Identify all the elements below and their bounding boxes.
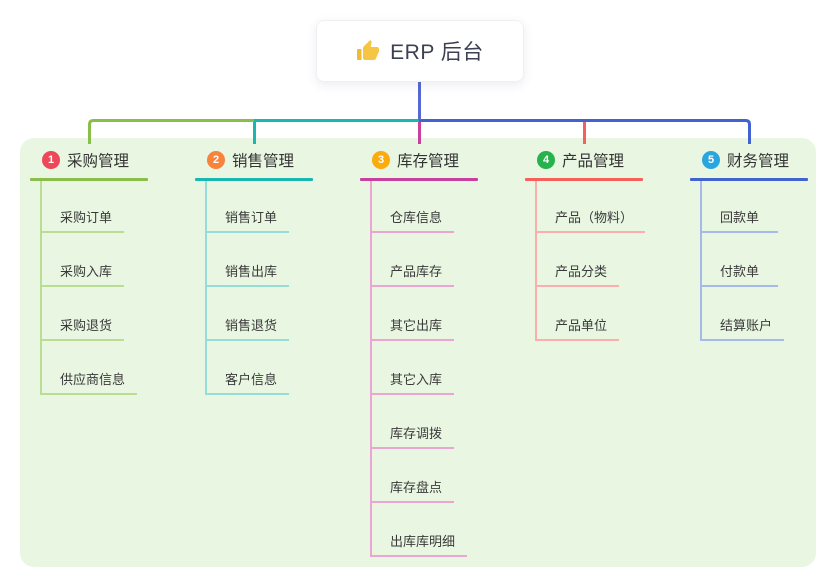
tree-child-item[interactable]: 采购入库 (42, 233, 125, 287)
tree-child-item[interactable]: 产品（物料） (537, 181, 646, 233)
tree-child-item[interactable]: 销售退货 (207, 287, 290, 341)
branch-purchase-children: 采购订单采购入库采购退货供应商信息 (40, 181, 148, 395)
tree-child-item[interactable]: 付款单 (702, 233, 778, 287)
branch-number-badge: 3 (372, 151, 390, 169)
tree-child-item[interactable]: 供应商信息 (42, 341, 138, 395)
branch-finance-node[interactable]: 5 财务管理 (690, 147, 808, 173)
branch-underline (360, 178, 478, 181)
thumbs-up-icon (357, 40, 380, 60)
branch-underline (690, 178, 808, 181)
branch-inventory-node[interactable]: 3 库存管理 (360, 147, 478, 173)
branch-number-badge: 1 (42, 151, 60, 169)
branch-product-node[interactable]: 4 产品管理 (525, 147, 643, 173)
tree-child-item[interactable]: 结算账户 (702, 287, 785, 341)
tree-child-item[interactable]: 其它入库 (372, 341, 455, 395)
branch-inventory: 3 库存管理 仓库信息产品库存其它出库其它入库库存调拨库存盘点出库库明细 (360, 147, 478, 557)
branch-sales: 2 销售管理 销售订单销售出库销售退货客户信息 (195, 147, 313, 395)
tree-child-item[interactable]: 产品分类 (537, 233, 620, 287)
tree-child-item[interactable]: 回款单 (702, 181, 778, 233)
branch-underline (195, 178, 313, 181)
tree-child-item[interactable]: 库存调拨 (372, 395, 455, 449)
branches-background-panel (20, 138, 816, 567)
branch-number-badge: 2 (207, 151, 225, 169)
branch-sales-node[interactable]: 2 销售管理 (195, 147, 313, 173)
tree-child-item[interactable]: 其它出库 (372, 287, 455, 341)
tree-child-item[interactable]: 销售订单 (207, 181, 290, 233)
branch-finance: 5 财务管理 回款单付款单结算账户 (690, 147, 808, 341)
tree-child-item[interactable]: 出库库明细 (372, 503, 468, 557)
branch-inventory-children: 仓库信息产品库存其它出库其它入库库存调拨库存盘点出库库明细 (370, 181, 478, 557)
tree-child-item[interactable]: 客户信息 (207, 341, 290, 395)
tree-child-item[interactable]: 产品单位 (537, 287, 620, 341)
branch-label: 产品管理 (562, 153, 625, 170)
tree-child-item[interactable]: 采购订单 (42, 181, 125, 233)
branch-purchase-node[interactable]: 1 采购管理 (30, 147, 148, 173)
tree-child-item[interactable]: 库存盘点 (372, 449, 455, 503)
branch-finance-children: 回款单付款单结算账户 (700, 181, 808, 341)
tree-child-item[interactable]: 产品库存 (372, 233, 455, 287)
branch-underline (525, 178, 643, 181)
branch-purchase: 1 采购管理 采购订单采购入库采购退货供应商信息 (30, 147, 148, 395)
branch-underline (30, 178, 148, 181)
root-node[interactable]: ERP 后台 (316, 20, 524, 82)
branch-sales-children: 销售订单销售出库销售退货客户信息 (205, 181, 313, 395)
branch-number-badge: 4 (537, 151, 555, 169)
branch-product: 4 产品管理 产品（物料）产品分类产品单位 (525, 147, 646, 341)
tree-child-item[interactable]: 仓库信息 (372, 181, 455, 233)
tree-child-item[interactable]: 采购退货 (42, 287, 125, 341)
branch-label: 财务管理 (727, 153, 790, 170)
branch-label: 销售管理 (232, 153, 295, 170)
root-title: ERP 后台 (390, 41, 484, 64)
branch-label: 库存管理 (397, 153, 460, 170)
branch-label: 采购管理 (67, 153, 130, 170)
branch-product-children: 产品（物料）产品分类产品单位 (535, 181, 646, 341)
branch-number-badge: 5 (702, 151, 720, 169)
tree-child-item[interactable]: 销售出库 (207, 233, 290, 287)
